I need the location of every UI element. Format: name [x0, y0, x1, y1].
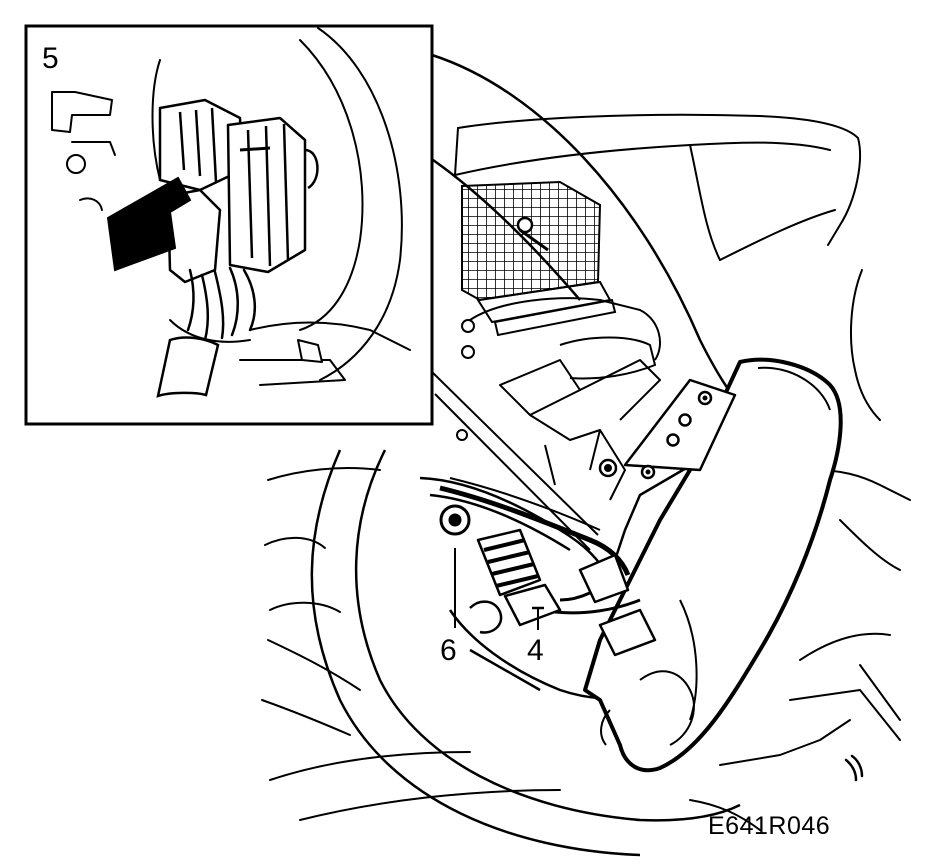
callout-4: 4: [527, 634, 544, 667]
callout-leaders: [429, 369, 599, 630]
direction-arrow-icon: [106, 176, 192, 272]
reference-code: E641R046: [708, 812, 831, 840]
dashboard-background: [261, 113, 911, 831]
callout-5: 5: [42, 42, 59, 75]
detail-inset: [24, 24, 434, 426]
airbag-module: [583, 357, 843, 773]
steering-column-mechanism: [456, 297, 661, 501]
callout-6: 6: [440, 634, 457, 667]
connector-assembly: [439, 477, 657, 657]
